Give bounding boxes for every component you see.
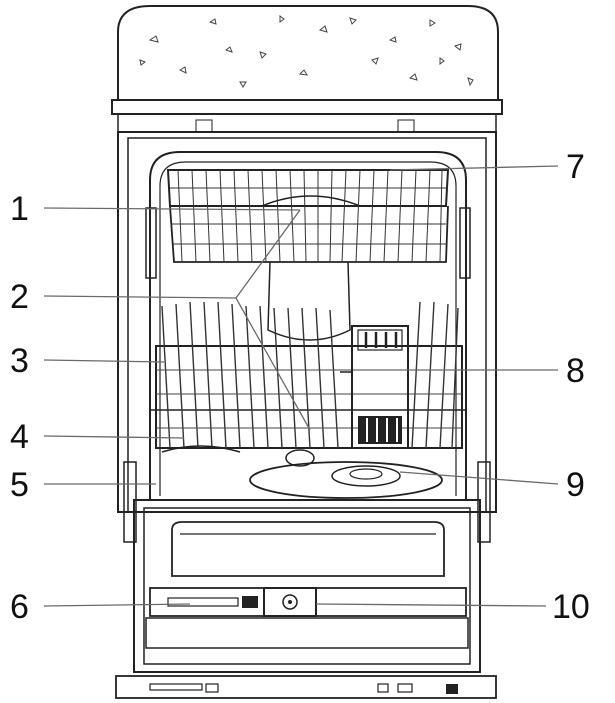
door [115,499,497,699]
leader-lines [43,165,559,607]
leader-line-9 [399,471,559,485]
callout-label-10: 10 [552,588,590,626]
callout-label-6: 6 [10,588,29,626]
callout-label-5: 5 [10,466,29,504]
callout-label-9: 9 [566,466,585,504]
callout-label-4: 4 [10,418,29,456]
leader-line-2 [43,295,237,299]
spray-arm-and-filter [123,445,491,543]
leader-line-2b [235,209,301,299]
leader-line-3 [43,359,165,363]
top-panel [111,5,503,133]
lower-rack [150,301,466,449]
leader-line-1 [43,207,301,211]
callout-label-1: 1 [10,190,29,228]
upper-rack [166,169,450,341]
callout-label-2: 2 [10,278,29,316]
leader-line-2c [235,297,311,431]
detergent-dispenser [167,587,317,617]
leader-line-7 [389,165,559,171]
callout-label-8: 8 [566,352,585,390]
callout-label-3: 3 [10,342,29,380]
leader-line-6 [43,603,191,607]
callout-labels: 1 2 3 4 5 6 7 8 9 10 [10,148,590,626]
leader-line-4 [43,435,185,439]
cutlery-basket [340,325,409,449]
cabinet-frame [117,131,497,513]
leader-line-10 [315,603,547,607]
callout-label-7: 7 [566,148,585,186]
